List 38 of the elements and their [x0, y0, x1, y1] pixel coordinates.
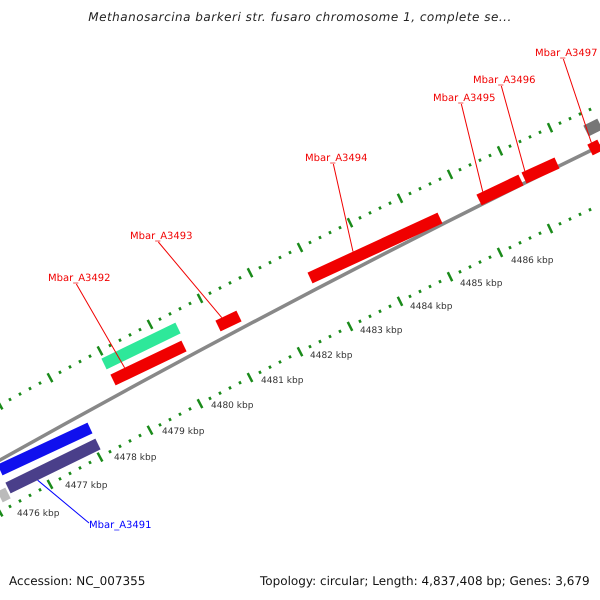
- gene-block: [476, 174, 524, 206]
- scale-label: 4476 kbp: [17, 509, 60, 519]
- scale-label: 4483 kbp: [360, 326, 402, 336]
- scale-label: 4484 kbp: [410, 302, 452, 312]
- gene-label: Mbar_A3497: [535, 48, 598, 59]
- leader-line: [332, 164, 354, 252]
- leader-line: [37, 480, 90, 524]
- scale-label: 4485 kbp: [460, 279, 502, 289]
- gene-label: Mbar_A3492: [48, 273, 111, 284]
- leader-line: [460, 104, 484, 192]
- scale-label: 4481 kbp: [261, 376, 304, 386]
- gene-block: [215, 310, 242, 332]
- gene-label: Mbar_A3491: [89, 520, 152, 531]
- gene-block: [308, 212, 442, 284]
- scale-label: 4477 kbp: [65, 481, 108, 491]
- scale-label: 4486 kbp: [511, 256, 554, 266]
- map-title: Methanosarcina barkeri str. fusaro chromosome 1, complete se...: [87, 10, 513, 24]
- gene-block: [101, 322, 181, 370]
- leader-line: [562, 58, 592, 144]
- gene-label: Mbar_A3496: [473, 75, 536, 86]
- gene-block: [0, 488, 11, 502]
- gene-label: Mbar_A3495: [433, 93, 496, 104]
- gene-label: Mbar_A3493: [130, 231, 193, 242]
- accession-text: Accession: NC_007355: [9, 574, 146, 588]
- gene-block: [110, 340, 187, 386]
- leader-line: [76, 284, 126, 368]
- scale-label: 4478 kbp: [114, 453, 156, 463]
- leader-line: [158, 242, 222, 318]
- scale-label: 4480 kbp: [211, 401, 254, 411]
- gene-block: [522, 158, 560, 184]
- gene-block: [583, 118, 600, 136]
- gene-block: [587, 140, 600, 156]
- scale-label: 4482 kbp: [310, 351, 352, 361]
- gene-label: Mbar_A3494: [305, 153, 368, 164]
- gene-block: [0, 422, 92, 476]
- leader-line: [500, 86, 526, 172]
- genome-info-text: Topology: circular; Length: 4,837,408 bp; Genes: 3,679: [260, 574, 590, 588]
- scale-label: 4479 kbp: [162, 427, 204, 437]
